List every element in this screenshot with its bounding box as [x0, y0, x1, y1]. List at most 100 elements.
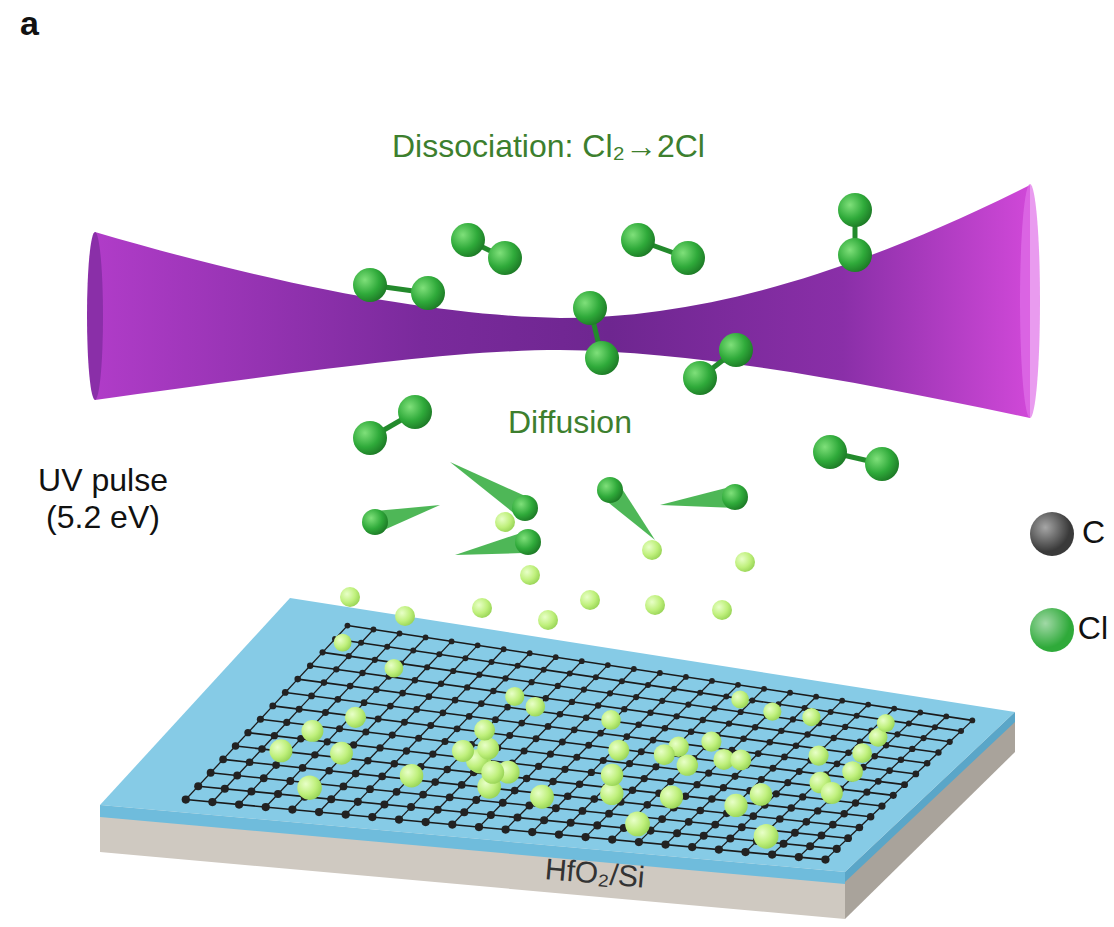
carbon-atom: [697, 690, 703, 696]
lattice-line: [347, 626, 972, 721]
carbon-atom: [818, 832, 826, 840]
adsorbed-cl-atom: [654, 744, 675, 765]
carbon-atom: [489, 659, 495, 665]
carbon-atom: [221, 785, 229, 793]
carbon-atom: [502, 675, 508, 681]
carbon-atom: [423, 635, 429, 641]
carbon-atom: [711, 705, 717, 711]
lattice-line: [285, 692, 916, 773]
cl-atom: [488, 241, 522, 275]
carbon-atom: [555, 830, 563, 838]
carbon-atom: [898, 756, 905, 763]
carbon-atom: [685, 818, 693, 826]
carbon-atom: [621, 706, 627, 712]
carbon-atom: [358, 640, 364, 646]
carbon-atom: [235, 800, 243, 808]
carbon-atom: [515, 663, 521, 669]
carbon-atom: [958, 728, 964, 734]
carbon-atom: [856, 824, 864, 832]
carbon-atom: [412, 677, 418, 683]
carbon-atom: [741, 848, 749, 856]
carbon-atom: [834, 760, 841, 767]
adsorbed-cl-atom: [730, 750, 751, 771]
cl-atom: [573, 291, 607, 325]
carbon-atom: [375, 716, 382, 723]
carbon-atom: [422, 818, 430, 826]
carbon-atom: [426, 693, 433, 700]
carbon-atom: [391, 760, 398, 767]
adsorbed-cl-atom: [601, 710, 621, 730]
carbon-atom: [791, 829, 799, 837]
adsorbed-cl-atom: [526, 697, 546, 717]
carbon-atom: [258, 745, 265, 752]
carbon-atom: [878, 802, 885, 809]
carbon-atom: [490, 688, 496, 694]
carbon-atom: [726, 720, 732, 726]
carbon-atom: [182, 795, 190, 803]
carbon-atom: [773, 790, 780, 797]
carbon-atom: [662, 725, 669, 732]
carbon-atom: [806, 842, 814, 850]
carbon-atom: [635, 838, 643, 846]
carbon-atom: [814, 807, 821, 814]
carbon-atom: [585, 742, 592, 749]
carbon-atom: [207, 769, 215, 777]
carbon-atom: [696, 807, 704, 815]
adsorbed-cl-atom: [724, 794, 747, 817]
carbon-atom: [424, 664, 430, 670]
carbon-atom: [194, 782, 202, 790]
carbon-atom: [780, 840, 788, 848]
carbon-atom: [555, 683, 561, 689]
carbon-atom: [947, 739, 953, 745]
cl-atom: [398, 395, 432, 429]
carbon-atom: [588, 769, 595, 776]
carbon-atom: [643, 801, 651, 809]
carbon-atom: [387, 703, 394, 710]
carbon-atom: [749, 812, 757, 820]
carbon-atom: [419, 791, 427, 799]
falling-cl-atom: [472, 598, 492, 618]
carbon-atom: [802, 818, 810, 826]
carbon-atom: [619, 678, 625, 684]
carbon-atom: [336, 725, 343, 732]
carbon-atom: [738, 823, 746, 831]
carbon-atom: [683, 674, 689, 680]
adsorbed-cl-atom: [334, 634, 352, 652]
adsorbed-cl: [269, 634, 894, 849]
carbon-atom: [286, 777, 294, 785]
carbon-atom: [581, 687, 587, 693]
carbon-atom: [476, 672, 482, 678]
carbon-atom: [393, 788, 401, 796]
carbon-atom: [274, 790, 282, 798]
adsorbed-cl-atom: [750, 783, 773, 806]
carbon-atom: [547, 751, 554, 758]
carbon-atom: [852, 799, 859, 806]
carbon-atom: [909, 746, 915, 752]
carbon-atom: [605, 662, 611, 668]
carbon-atom: [738, 709, 744, 715]
adsorbed-cl-atom: [852, 743, 872, 763]
carbon-atom: [595, 702, 601, 708]
carbon-atom: [244, 729, 251, 736]
carbon-atom: [833, 845, 841, 853]
adsorbed-cl-atom: [400, 764, 424, 788]
carbon-atom: [434, 806, 442, 814]
carbon-atom: [271, 732, 278, 739]
carbon-atom: [844, 834, 852, 842]
adsorbed-cl-atom: [608, 740, 629, 761]
substrate: [100, 598, 1015, 919]
carbon-atom: [441, 738, 448, 745]
carbon-atom: [795, 853, 803, 861]
lattice-line: [273, 706, 905, 785]
carbon-atom: [590, 795, 598, 803]
falling-cl-atom: [712, 600, 732, 620]
carbon-atom: [635, 721, 642, 728]
carbon-atom: [553, 654, 559, 660]
carbon-atom: [705, 770, 712, 777]
carbon-atom: [796, 768, 803, 775]
lattice-line: [323, 652, 950, 741]
carbon-atom: [511, 787, 519, 795]
adsorbed-cl-atom: [301, 720, 323, 742]
adsorbed-cl-atom: [452, 740, 474, 762]
carbon-atom: [506, 732, 513, 739]
